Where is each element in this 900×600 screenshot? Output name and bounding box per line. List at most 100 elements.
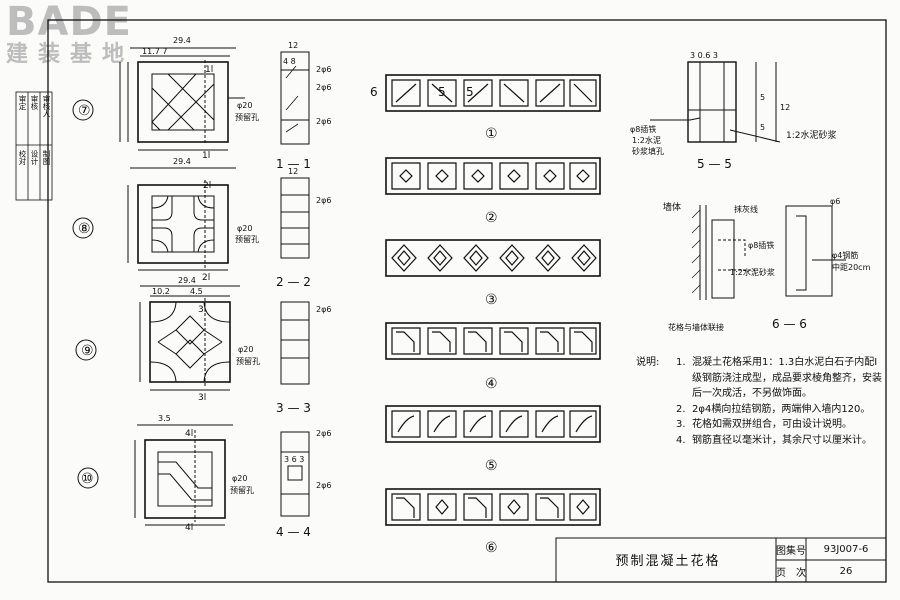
side-label-1: 审定 xyxy=(18,95,27,110)
section-5-5 xyxy=(650,61,781,143)
section-5-5-label: 5 — 5 xyxy=(697,157,732,171)
mark-10-section-b: 4l xyxy=(185,523,193,533)
note-num: 4. xyxy=(676,434,686,446)
dim-9-phi20: φ20 xyxy=(238,345,253,354)
note-row: 4. 钢筋直径以毫米计，其余尺寸以厘米计。 xyxy=(636,433,886,449)
strip-label-1: ① xyxy=(485,126,498,142)
dim-9-top: 10.2 xyxy=(152,287,170,296)
dim-7-phi20: φ20 xyxy=(237,101,252,110)
mark-9-section: 3l xyxy=(198,305,206,315)
section-2-2: 2 — 2 xyxy=(276,275,311,289)
dim-s4-r2: 2φ6 xyxy=(316,481,331,490)
pattern-label-10: ⑩ xyxy=(81,471,94,487)
note-mortar3: 1:2水泥砂浆 xyxy=(786,129,837,141)
notes-block: 说明: 1. 混凝土花格采用1：1.3白水泥白石子内配Ⅰ级钢筋浇注成型，成品要求… xyxy=(636,355,886,448)
page-label: 页 次 xyxy=(776,567,806,579)
strip-5 xyxy=(385,405,601,443)
pattern-7 xyxy=(72,47,245,151)
notes-heading: 说明: xyxy=(636,357,660,368)
note-wall: 墙体 xyxy=(663,201,681,213)
strip-label-5: ⑤ xyxy=(485,458,498,474)
dim-8-hole: 预留孔 xyxy=(235,234,259,244)
strip-6 xyxy=(385,488,601,526)
note-text: 混凝土花格采用1：1.3白水泥白石子内配Ⅰ级钢筋浇注成型，成品要求棱角整齐，安装… xyxy=(692,357,882,399)
note-mortar4: 1:2水泥砂浆 xyxy=(730,267,775,277)
note-row: 2. 2φ4横向拉结钢筋，两端伸入墙内120。 xyxy=(636,402,886,418)
dim-10-hole: 预留孔 xyxy=(230,485,254,495)
dim-8-phi20: φ20 xyxy=(237,224,252,233)
dim-s4-r1: 2φ6 xyxy=(316,429,331,438)
section-drawings xyxy=(280,51,310,517)
pattern-9 xyxy=(75,285,240,391)
strip1-mark-5: 5 xyxy=(438,85,446,99)
mark-8-section: 2l xyxy=(203,181,211,191)
mark-7-section: 1l xyxy=(205,65,213,75)
section-6-6-label: 6 — 6 xyxy=(772,317,807,331)
dim-55-5: 5 xyxy=(760,93,765,102)
strip1-mark-5b: 5 xyxy=(466,85,474,99)
mark-8-section-b: 2l xyxy=(202,273,210,283)
dim-s4-36: 3 6 3 xyxy=(284,455,304,464)
note-num: 2. xyxy=(676,403,686,415)
mark-7-section-b: 1l xyxy=(202,151,210,161)
side-label-5: 设计 xyxy=(30,150,39,165)
dim-9-width: 29.4 xyxy=(178,276,196,285)
dim-55-12: 12 xyxy=(780,103,790,112)
dim-9-hole: 预留孔 xyxy=(236,356,260,366)
mark-9-section-b: 3l xyxy=(198,393,206,403)
dim-66-phi6: φ6 xyxy=(830,197,840,206)
pattern-8 xyxy=(72,167,236,271)
section-4-4: 4 — 4 xyxy=(276,525,311,539)
atlas-number: 93J007-6 xyxy=(823,543,869,555)
dim-55-5b: 5 xyxy=(760,123,765,132)
pattern-label-9: ⑨ xyxy=(81,343,94,359)
dim-s1-r1: 2φ6 xyxy=(316,65,331,74)
note-spacing: 中距20cm xyxy=(832,262,871,272)
side-table xyxy=(15,91,53,201)
dim-55-top: 3 0.6 3 xyxy=(690,51,718,60)
dim-s2-w: 12 xyxy=(288,167,298,176)
side-label-6: 制图 xyxy=(42,150,51,165)
dim-s3-r: 2φ6 xyxy=(316,305,331,314)
dim-9-top-b: 4.5 xyxy=(190,287,203,296)
dim-7-hole: 预留孔 xyxy=(235,112,259,122)
note-phi4: φ4钢筋 xyxy=(832,250,858,260)
note-phi8: φ8插铁 xyxy=(630,124,656,134)
strip-2 xyxy=(385,157,601,195)
pattern-label-7: ⑦ xyxy=(78,103,91,119)
dim-s2-r: 2φ6 xyxy=(316,196,331,205)
note-text: 花格如需双拼组合，可由设计说明。 xyxy=(692,419,852,430)
side-label-3: 审核人 xyxy=(42,95,51,118)
logo-brand-text: BADE xyxy=(6,0,132,45)
section-6-6 xyxy=(691,205,846,300)
strip-label-6: ⑥ xyxy=(485,540,498,556)
dim-s1-r3: 2φ6 xyxy=(316,117,331,126)
pattern-label-8: ⑧ xyxy=(78,221,91,237)
section-3-3: 3 — 3 xyxy=(276,401,311,415)
atlas-label: 图集号 xyxy=(776,545,806,557)
sheet-border xyxy=(47,19,887,583)
note-num: 3. xyxy=(676,419,686,430)
section-1-1: 1 — 1 xyxy=(276,157,311,171)
page-number: 26 xyxy=(839,565,853,577)
mark-10-section: 4l xyxy=(185,429,193,439)
logo-sub-text: 建装基地 xyxy=(6,42,135,67)
note-mortar2: 砂浆填孔 xyxy=(632,146,664,156)
brand-logo: BADE 建装基地 xyxy=(6,2,171,74)
dim-7-width: 29.4 xyxy=(173,36,191,45)
note-row: 说明: 1. 混凝土花格采用1：1.3白水泥白石子内配Ⅰ级钢筋浇注成型，成品要求… xyxy=(636,355,886,402)
note-text: 钢筋直径以毫米计，其余尺寸以厘米计。 xyxy=(692,434,872,446)
side-label-2: 审核 xyxy=(30,95,39,110)
note-plaster: 抹灰线 xyxy=(734,204,758,214)
strip1-mark-6: 6 xyxy=(370,85,378,99)
dim-7-top: 11.7 7 xyxy=(142,47,167,56)
note-mortar: 1:2水泥 xyxy=(632,135,661,145)
dim-s1-48: 4 8 xyxy=(283,57,296,66)
strip-label-3: ③ xyxy=(485,292,498,308)
strip-1 xyxy=(385,74,601,112)
note-phi8b: φ8插铁 xyxy=(748,240,774,250)
strip-4 xyxy=(385,322,601,360)
note-text: 2φ4横向拉结钢筋，两端伸入墙内120。 xyxy=(692,403,871,415)
